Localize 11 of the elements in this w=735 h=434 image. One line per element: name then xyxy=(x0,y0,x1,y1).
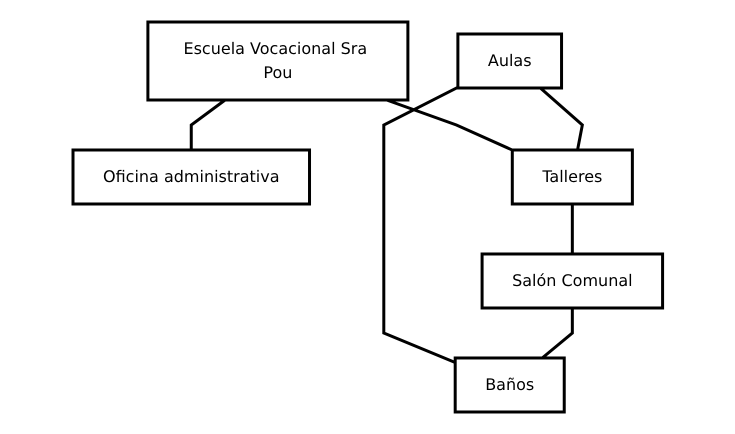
node-box: Escuela Vocacional Sra Pou xyxy=(146,20,410,102)
node-box: Aulas xyxy=(456,32,563,90)
connector xyxy=(386,98,513,152)
connector xyxy=(382,86,458,364)
connector xyxy=(570,204,574,254)
node-box: Baños xyxy=(453,356,566,414)
node-box: Salón Comunal xyxy=(480,252,664,310)
connector xyxy=(539,86,584,150)
connector xyxy=(189,98,226,150)
node-box: Oficina administrativa xyxy=(71,148,311,206)
node-box: Talleres xyxy=(510,148,634,206)
